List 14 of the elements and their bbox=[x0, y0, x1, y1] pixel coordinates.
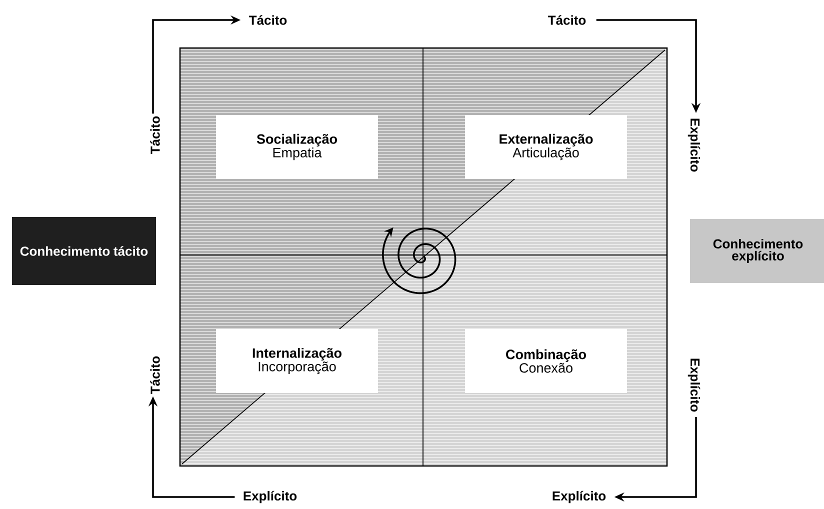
axis-label: Tácito bbox=[150, 356, 160, 394]
mode-box: Combinação Conexão bbox=[465, 329, 627, 393]
axis-label: Explícito bbox=[688, 358, 700, 412]
axis-label: Tácito bbox=[548, 15, 586, 25]
mode-box: Internalização Incorporação bbox=[216, 329, 378, 393]
axis-label: Explícito bbox=[552, 490, 606, 504]
axis-label: Explícito bbox=[244, 490, 297, 504]
knowledge-box: Conhecimento explícito bbox=[690, 219, 824, 283]
axis-label: Explícito bbox=[688, 118, 700, 172]
axis-label: Tácito bbox=[150, 116, 160, 154]
knowledge-box: Conhecimento tácito bbox=[12, 217, 156, 285]
axis-label: Tácito bbox=[249, 15, 287, 25]
mode-box: Externalização Articulação bbox=[465, 115, 627, 179]
mode-box: Socialização Empatia bbox=[216, 115, 378, 179]
